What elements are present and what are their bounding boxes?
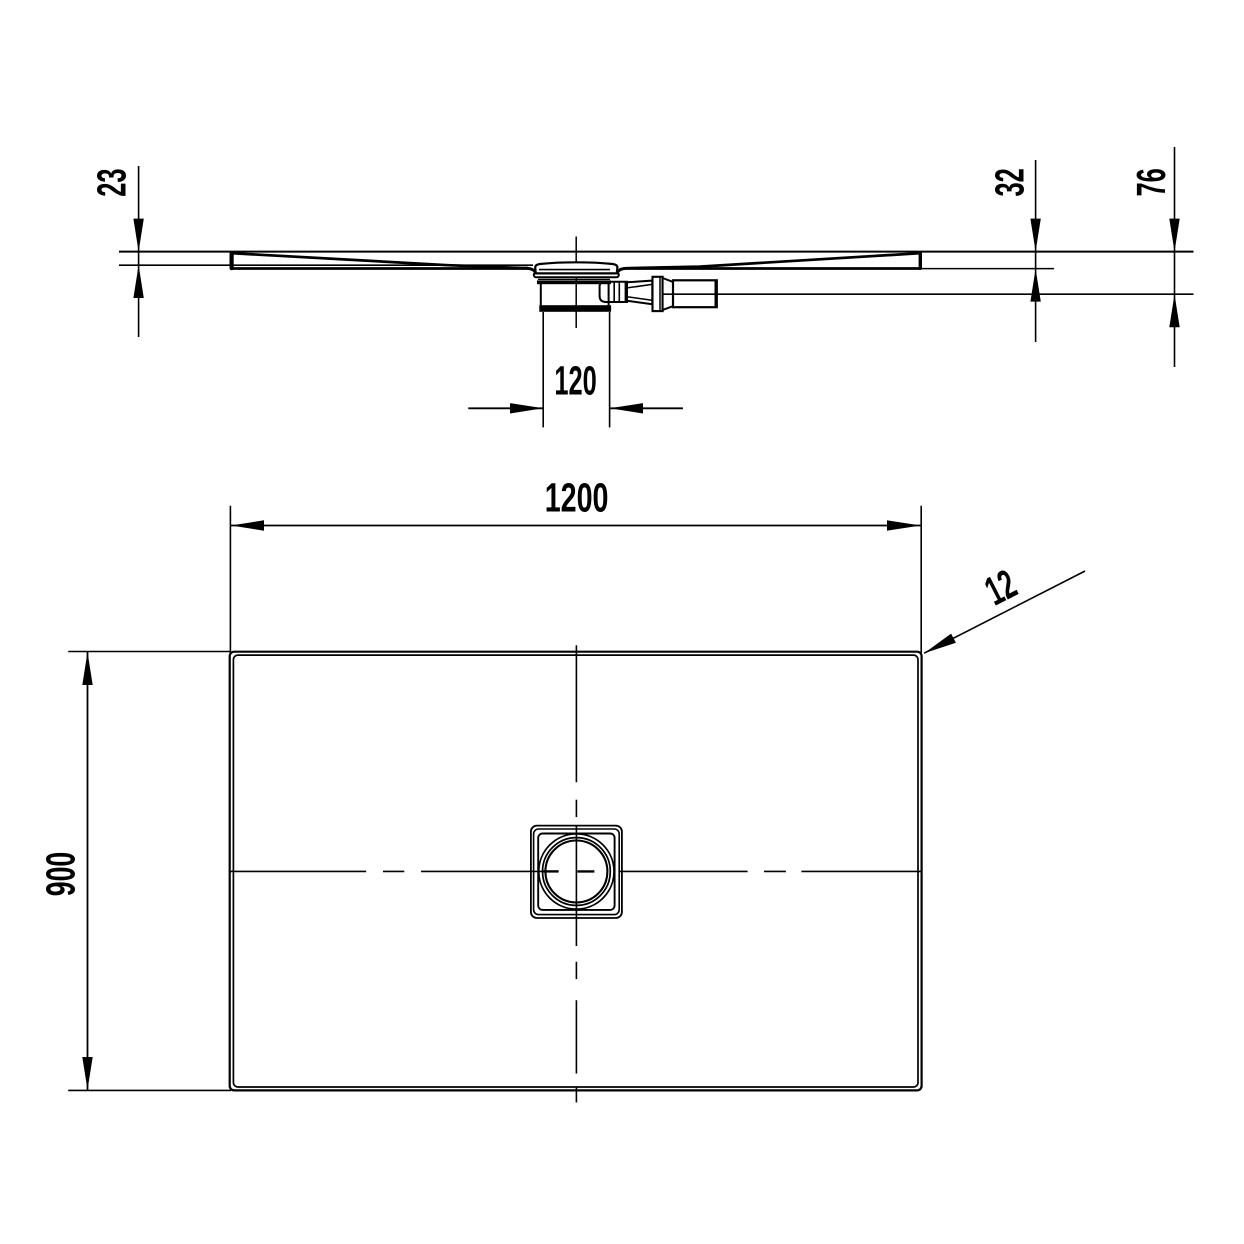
- svg-text:1200: 1200: [545, 476, 609, 521]
- svg-text:900: 900: [39, 852, 84, 896]
- svg-text:23: 23: [90, 168, 136, 196]
- svg-text:76: 76: [1129, 168, 1175, 196]
- svg-text:120: 120: [554, 359, 596, 405]
- svg-text:32: 32: [987, 168, 1033, 196]
